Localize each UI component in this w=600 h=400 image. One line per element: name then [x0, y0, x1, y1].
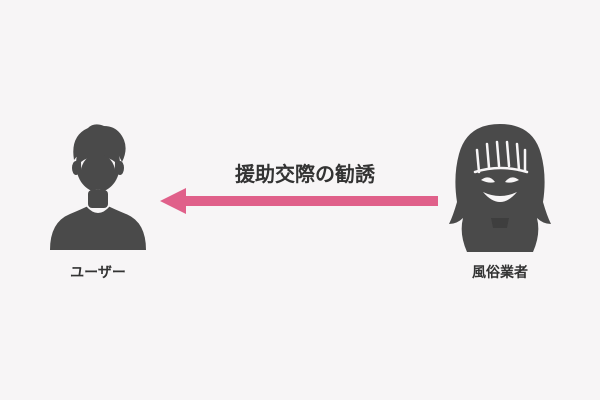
vendor-figure	[447, 120, 553, 252]
person-icon	[50, 124, 146, 250]
arrow-label: 援助交際の勧誘	[235, 162, 375, 186]
arrow-shaft	[182, 196, 438, 206]
arrow-head	[160, 188, 186, 214]
user-figure	[48, 120, 148, 252]
vendor-label: 風俗業者	[472, 265, 528, 281]
user-label: ユーザー	[70, 265, 126, 281]
left-arrow	[160, 188, 438, 214]
sinister-woman-icon	[449, 124, 551, 252]
